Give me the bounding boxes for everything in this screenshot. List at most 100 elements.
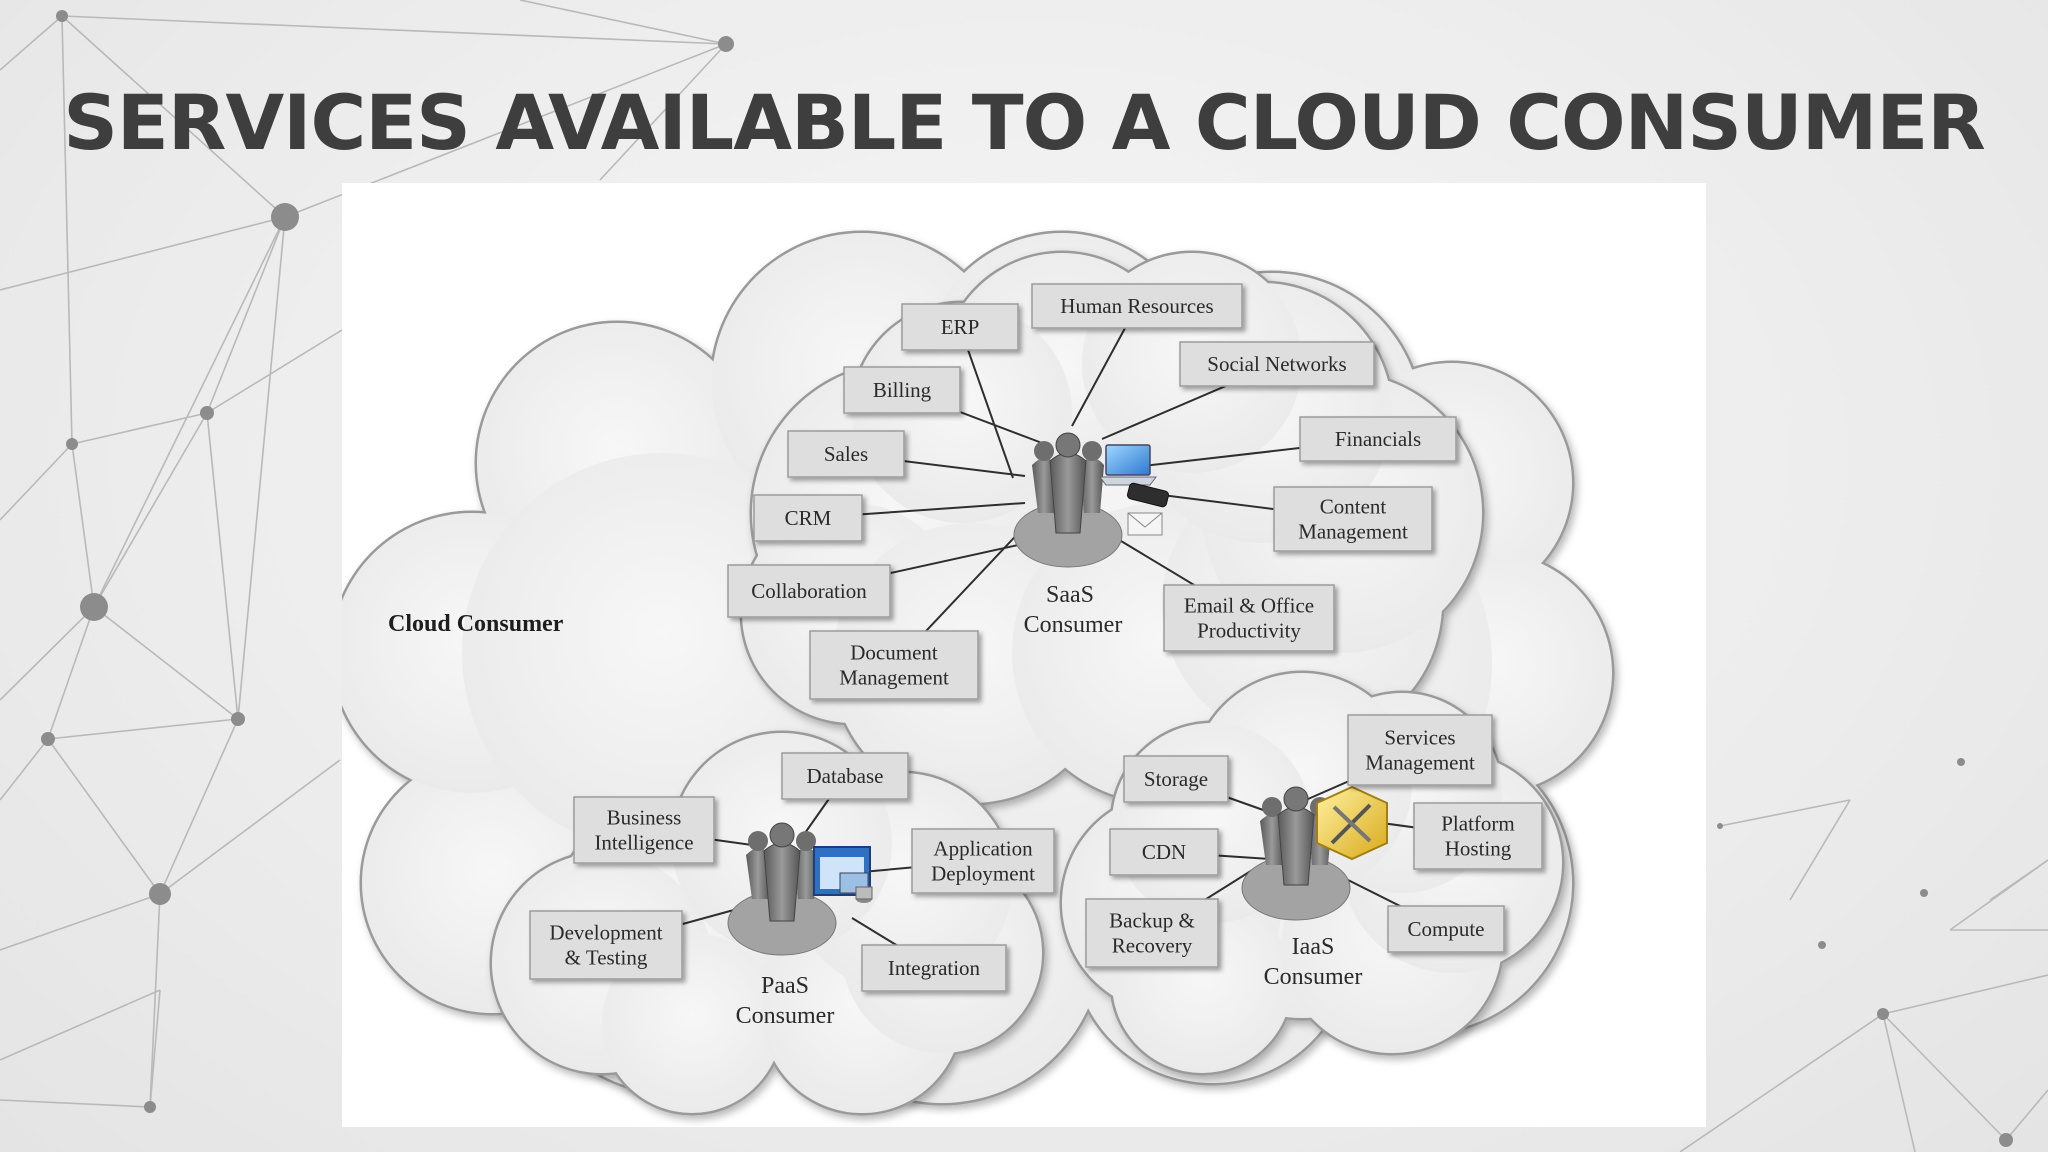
cloud-consumer-label: Cloud Consumer bbox=[388, 611, 564, 637]
service-label: Document bbox=[850, 641, 938, 665]
service-label: Management bbox=[839, 666, 949, 690]
service-box bbox=[753, 494, 863, 542]
tools-box-icon bbox=[1316, 785, 1388, 861]
service-box bbox=[901, 303, 1019, 351]
service-box bbox=[1109, 828, 1219, 876]
paas-service-integration: Integration bbox=[861, 944, 1007, 992]
service-box bbox=[573, 796, 715, 864]
service-label: Management bbox=[1365, 751, 1475, 775]
service-box bbox=[727, 564, 891, 618]
service-box bbox=[861, 944, 1007, 992]
service-label: Database bbox=[807, 764, 884, 788]
service-label: Intelligence bbox=[594, 831, 693, 855]
service-label: Collaboration bbox=[751, 579, 867, 603]
iaas-consumer-icon bbox=[1241, 785, 1388, 921]
service-label: Storage bbox=[1144, 767, 1208, 791]
service-label: Deployment bbox=[931, 862, 1035, 886]
saas-service-social-networks: Social Networks bbox=[1179, 341, 1375, 387]
service-box bbox=[1163, 584, 1335, 652]
service-label: Financials bbox=[1335, 427, 1421, 451]
service-label: ERP bbox=[941, 315, 980, 339]
service-label: Human Resources bbox=[1060, 294, 1213, 318]
service-label: Services bbox=[1384, 726, 1455, 750]
service-label: Compute bbox=[1408, 917, 1485, 941]
iaas-service-compute: Compute bbox=[1387, 905, 1505, 953]
slide-title: SERVICES AVAILABLE TO A CLOUD CONSUMER bbox=[63, 78, 1986, 167]
paas-service-development-and-testing: Development& Testing bbox=[529, 910, 683, 980]
service-label: Recovery bbox=[1112, 934, 1193, 958]
service-label: Email & Office bbox=[1184, 594, 1314, 618]
saas-service-financials: Financials bbox=[1299, 416, 1457, 462]
people-group-icon bbox=[1260, 786, 1332, 886]
saas-consumer-label-line2: Consumer bbox=[1024, 612, 1123, 638]
service-box bbox=[809, 630, 979, 700]
service-box bbox=[1273, 486, 1433, 552]
service-label: Backup & bbox=[1109, 909, 1195, 933]
laptop-icon bbox=[1099, 444, 1157, 486]
service-box bbox=[911, 828, 1055, 894]
service-box bbox=[1179, 341, 1375, 387]
saas-consumer-icon bbox=[1013, 432, 1169, 568]
service-label: Development bbox=[549, 921, 662, 945]
saas-connector-erp bbox=[959, 326, 1014, 479]
service-box bbox=[1085, 898, 1219, 968]
saas-consumer-label-line1: SaaS bbox=[1046, 582, 1094, 608]
paas-consumer-label-line2: Consumer bbox=[736, 1003, 835, 1029]
service-box bbox=[1123, 755, 1229, 803]
mail-icon bbox=[1127, 512, 1163, 536]
iaas-service-backup-and-recovery: Backup &Recovery bbox=[1085, 898, 1219, 968]
service-box bbox=[781, 752, 909, 800]
service-label: Social Networks bbox=[1207, 352, 1346, 376]
service-box bbox=[1387, 905, 1505, 953]
service-label: Platform bbox=[1441, 812, 1515, 836]
service-label: Management bbox=[1298, 520, 1408, 544]
service-label: Sales bbox=[824, 442, 868, 466]
service-label: Hosting bbox=[1445, 837, 1512, 861]
service-box bbox=[529, 910, 683, 980]
paas-consumer-label-line1: PaaS bbox=[761, 973, 809, 999]
iaas-consumer-label-line1: IaaS bbox=[1292, 934, 1335, 960]
service-box bbox=[1347, 714, 1493, 786]
paas-service-database: Database bbox=[781, 752, 909, 800]
paas-cloud bbox=[489, 730, 1045, 1116]
service-label: Productivity bbox=[1197, 619, 1301, 643]
people-group-icon bbox=[746, 822, 818, 922]
cloud-services-figure: Cloud Consumer bbox=[342, 183, 1706, 1127]
saas-service-sales: Sales bbox=[787, 430, 905, 478]
service-box bbox=[787, 430, 905, 478]
people-group-icon bbox=[1032, 432, 1104, 534]
service-label: Content bbox=[1320, 495, 1387, 519]
service-box bbox=[1031, 283, 1243, 329]
service-label: Integration bbox=[888, 956, 981, 980]
saas-service-human-resources: Human Resources bbox=[1031, 283, 1243, 329]
service-label: Application bbox=[933, 837, 1033, 861]
service-box bbox=[1413, 802, 1543, 870]
application-window-icon bbox=[813, 846, 873, 903]
service-box bbox=[843, 366, 961, 414]
iaas-service-cdn: CDN bbox=[1109, 828, 1219, 876]
paas-consumer-icon bbox=[727, 822, 873, 956]
service-label: Billing bbox=[873, 378, 932, 402]
saas-service-erp: ERP bbox=[901, 303, 1019, 351]
saas-service-collaboration: Collaboration bbox=[727, 564, 891, 618]
service-label: Business bbox=[607, 806, 682, 830]
service-label: CDN bbox=[1142, 840, 1186, 864]
service-box bbox=[1299, 416, 1457, 462]
cloud-consumer-diagram: Cloud Consumer bbox=[342, 230, 1615, 1116]
saas-service-crm: CRM bbox=[753, 494, 863, 542]
iaas-consumer-label-line2: Consumer bbox=[1264, 964, 1363, 990]
service-label: & Testing bbox=[565, 946, 648, 970]
saas-service-billing: Billing bbox=[843, 366, 961, 414]
phone-icon bbox=[1127, 482, 1169, 508]
service-label: CRM bbox=[785, 506, 832, 530]
iaas-service-storage: Storage bbox=[1123, 755, 1229, 803]
